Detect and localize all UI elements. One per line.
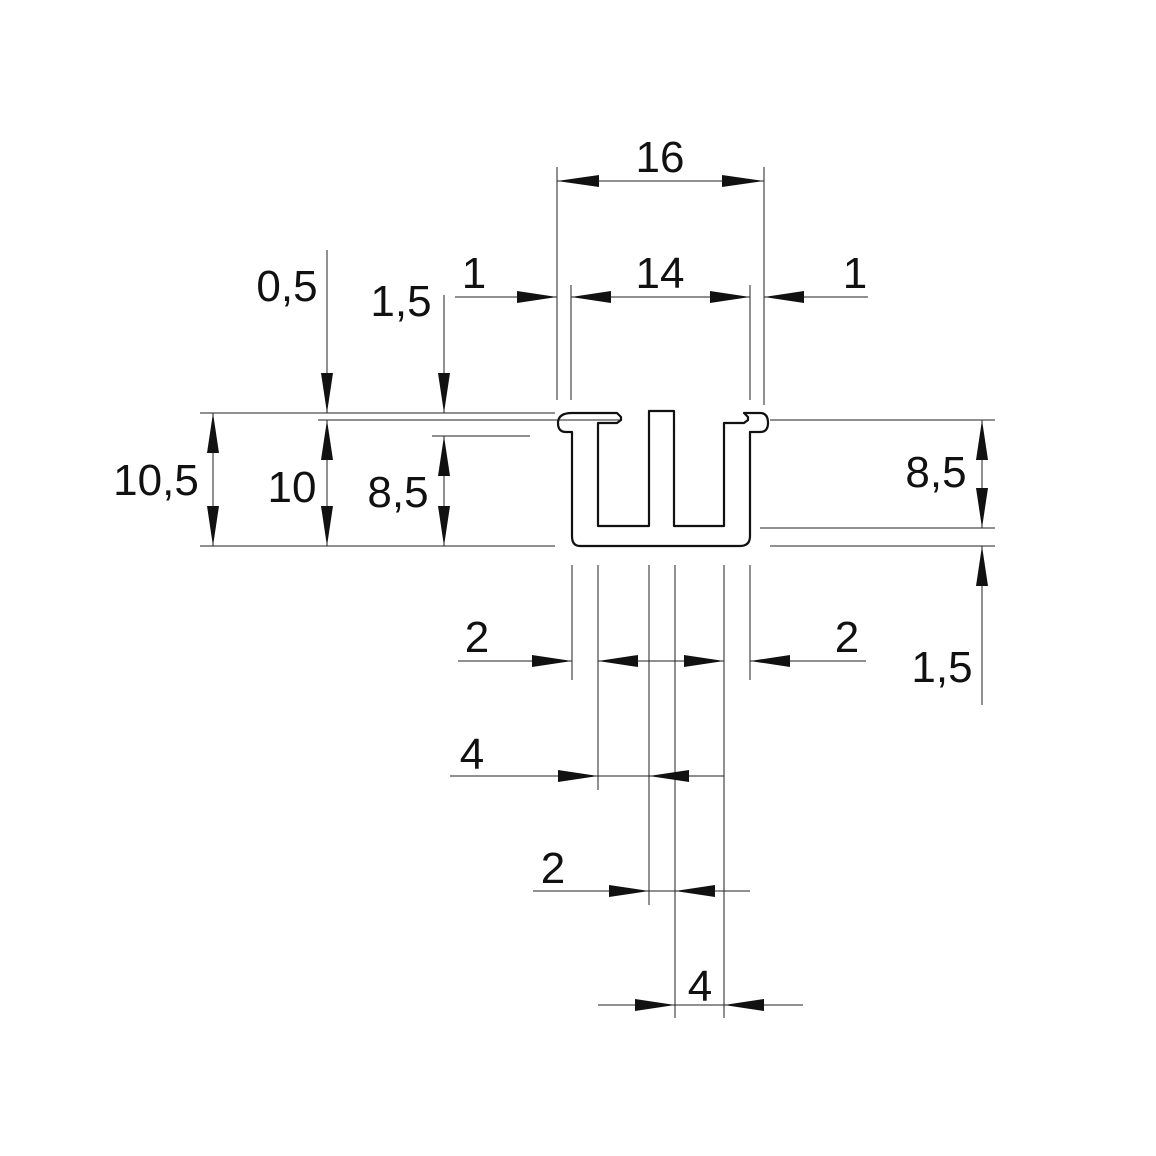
dim-center-rib: 2 [533,844,750,897]
label-14: 14 [636,249,685,298]
dim-top-offset: 0,5 [256,250,333,413]
label-1-5-bottom: 1,5 [911,643,972,692]
label-right-wall: 2 [835,613,859,662]
label-center-rib: 2 [541,844,565,893]
label-16: 16 [636,133,685,182]
dim-overall-width: 16 [557,133,764,187]
dim-left-slot: 4 [450,730,724,782]
dim-right-slot: 4 [598,962,803,1011]
label-8-5-left: 8,5 [367,468,428,517]
channel-profile [556,409,770,548]
dim-right-base: 1,5 [911,546,988,705]
label-10-5: 10,5 [113,456,199,505]
dim-right-inner-height: 8,5 [905,420,988,528]
label-left-slot: 4 [460,730,484,779]
dim-total-height: 10,5 [113,413,219,546]
extension-lines-left [200,412,620,547]
label-right-slot: 4 [688,962,712,1011]
label-right-lip: 1 [843,249,867,298]
label-1-5-top: 1,5 [370,277,431,326]
extension-lines-right [760,419,995,547]
extension-lines-bottom [571,565,751,1018]
label-left-lip: 1 [462,249,486,298]
dim-height: 10 [268,420,333,546]
label-8-5-right: 8,5 [905,448,966,497]
dim-walls: 2 2 [458,613,866,667]
dim-inner-width: 1 14 1 [455,249,868,303]
label-0-5: 0,5 [256,262,317,311]
label-left-wall: 2 [465,613,489,662]
extension-lines-top [556,167,765,405]
dim-inner-top-offset: 1,5 [370,277,450,413]
dim-left-inner-height: 8,5 [367,436,450,546]
label-10: 10 [268,463,317,512]
